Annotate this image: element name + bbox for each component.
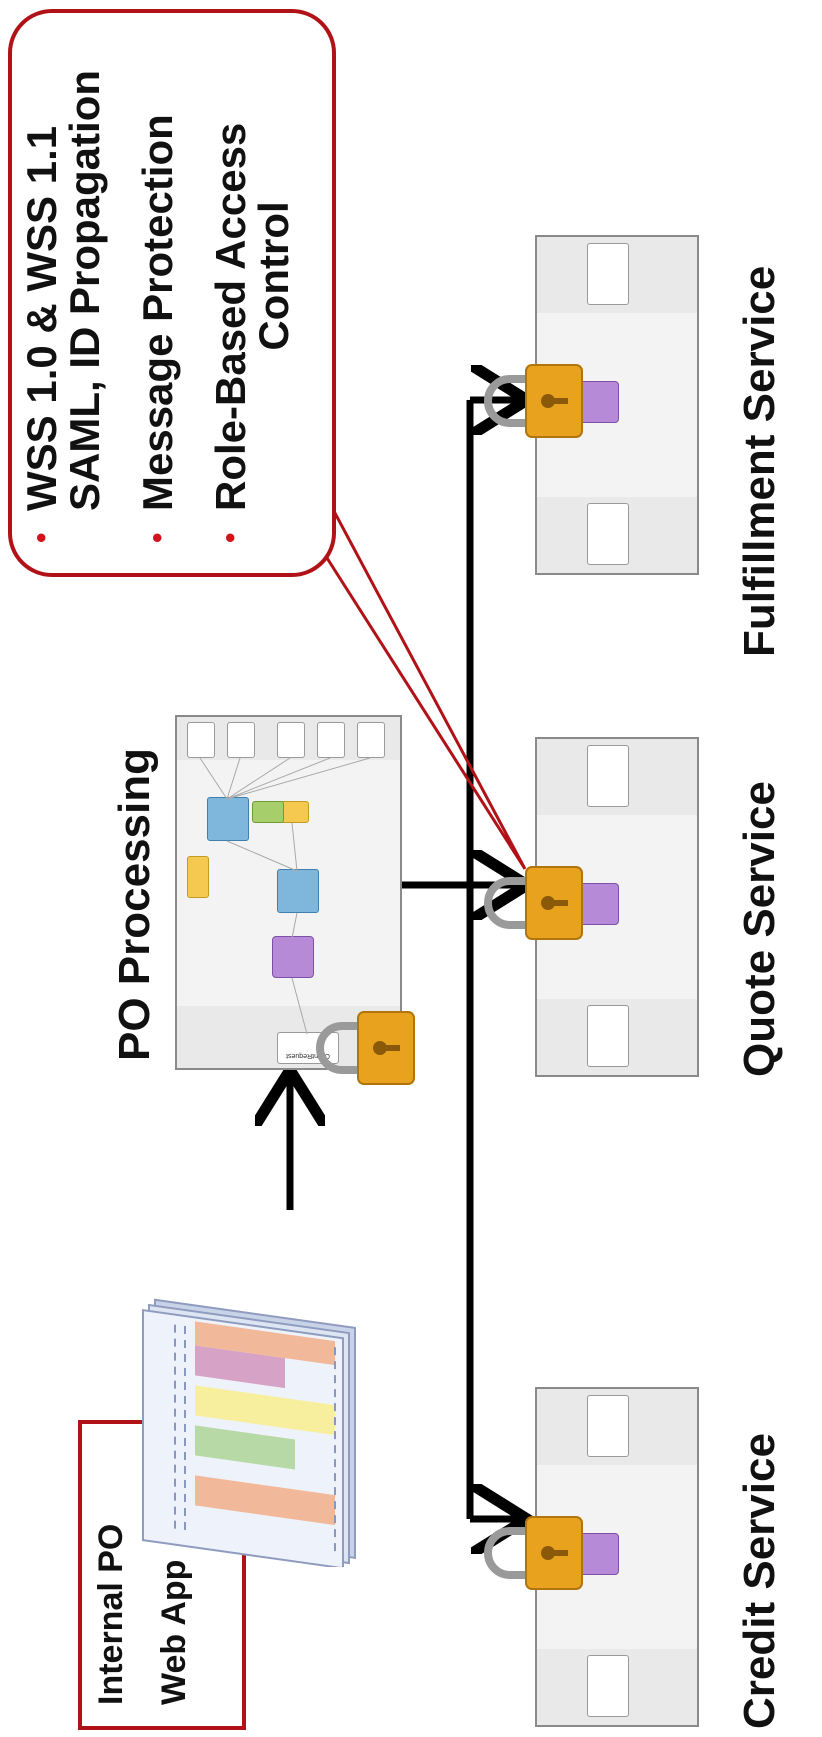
po-wires bbox=[199, 757, 371, 1035]
callout-item-3-line-1: Role-Based Access bbox=[207, 122, 254, 511]
fulfillment-right-node bbox=[587, 243, 629, 305]
quote-service-label: Quote Service bbox=[735, 781, 784, 1077]
bullet-dot: • bbox=[141, 532, 174, 543]
callout-item-2-line-1: Message Protection bbox=[134, 114, 181, 511]
webapp-document-icon bbox=[142, 1298, 356, 1567]
callout-list: • WSS 1.0 & WSS 1.1 SAML, ID Propagation… bbox=[18, 41, 297, 547]
callout-pointer bbox=[318, 484, 527, 870]
credit-left-node bbox=[587, 1655, 629, 1717]
callout-item-1-line-2: SAML, ID Propagation bbox=[61, 70, 108, 511]
credit-service-label: Credit Service bbox=[735, 1433, 784, 1729]
credit-right-node bbox=[587, 1395, 629, 1457]
bullet-dot: • bbox=[214, 532, 247, 543]
webapp-label-line-1: Internal PO bbox=[92, 1523, 130, 1705]
po-lock-icon bbox=[316, 1011, 415, 1085]
credit-lock-icon bbox=[484, 1516, 583, 1590]
callout-item-3: • Role-Based Access bbox=[207, 41, 254, 547]
bullet-dot: • bbox=[25, 532, 58, 543]
fulfillment-left-node bbox=[587, 503, 629, 565]
fulfillment-service-label: Fulfillment Service bbox=[735, 265, 784, 657]
fulfillment-lock-icon bbox=[484, 364, 583, 438]
quote-lock-icon bbox=[484, 866, 583, 940]
po-processing-box: ClientRequest bbox=[175, 715, 402, 1070]
webapp-label-line-2: Web App bbox=[155, 1559, 193, 1705]
po-processing-title: PO Processing bbox=[110, 747, 159, 1061]
callout-item-3-line-2: Control bbox=[250, 201, 297, 351]
callout-item-1: • WSS 1.0 & WSS 1.1 bbox=[18, 41, 65, 547]
callout-item-2: • Message Protection bbox=[134, 41, 181, 547]
callout-item-1-line-1: WSS 1.0 & WSS 1.1 bbox=[18, 125, 65, 511]
quote-left-node bbox=[587, 1005, 629, 1067]
quote-right-node bbox=[587, 745, 629, 807]
